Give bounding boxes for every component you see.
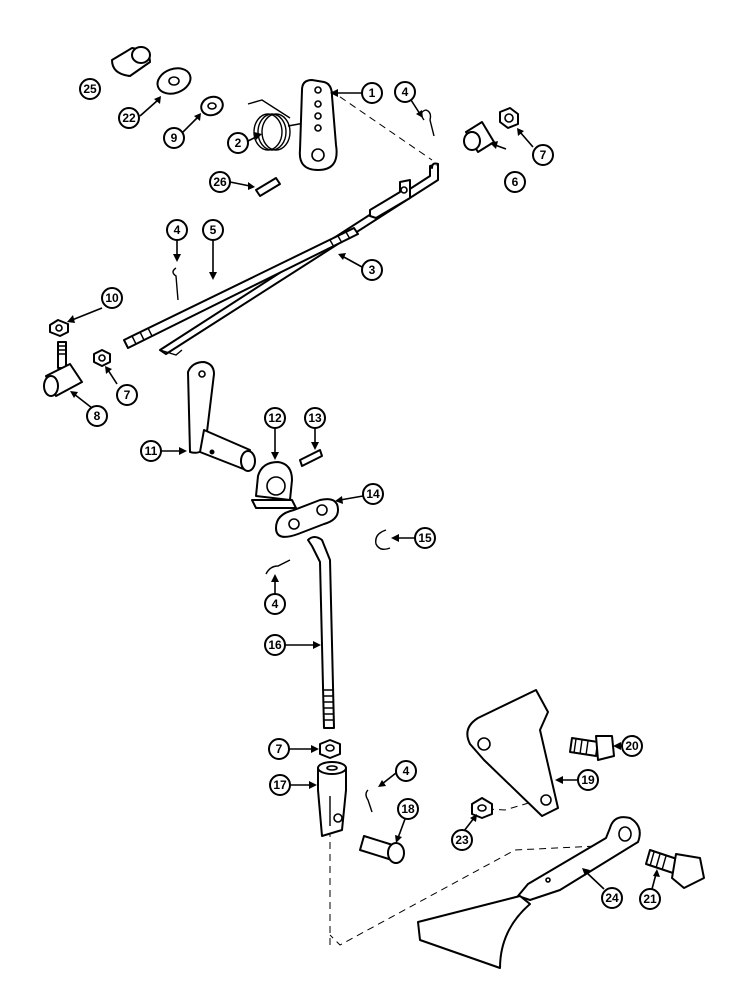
leader-lines xyxy=(67,89,660,890)
callout-5: 5 xyxy=(202,219,224,241)
hex-nut-part xyxy=(499,107,519,129)
rod-bracket-part xyxy=(369,179,411,219)
svg-text:10: 10 xyxy=(105,291,119,305)
callout-4-bottom: 4 xyxy=(395,760,417,782)
cotter-pin-part xyxy=(265,559,291,575)
callout-7-middle: 7 xyxy=(116,384,138,406)
swivel-part xyxy=(43,341,83,397)
threaded-rod-part xyxy=(123,227,359,349)
callout-6: 6 xyxy=(504,171,526,193)
svg-text:14: 14 xyxy=(366,487,380,501)
lever-plate-part xyxy=(298,79,338,171)
callout-26: 26 xyxy=(209,171,231,193)
svg-text:25: 25 xyxy=(83,82,97,96)
bushing-part xyxy=(111,46,151,77)
callout-18: 18 xyxy=(397,798,419,820)
svg-text:9: 9 xyxy=(171,131,178,145)
lock-nut-part xyxy=(49,319,69,337)
svg-text:17: 17 xyxy=(273,778,287,792)
svg-text:26: 26 xyxy=(213,175,227,189)
svg-text:3: 3 xyxy=(369,263,376,277)
callout-4-top: 4 xyxy=(394,81,416,103)
svg-text:13: 13 xyxy=(308,411,322,425)
callout-16: 16 xyxy=(264,634,286,656)
svg-text:1: 1 xyxy=(369,86,376,100)
svg-text:8: 8 xyxy=(94,409,101,423)
link-plate-part xyxy=(275,498,339,538)
callout-25: 25 xyxy=(79,78,101,100)
flat-washer-part xyxy=(156,67,192,95)
callout-7-top: 7 xyxy=(532,144,554,166)
callout-15: 15 xyxy=(414,527,436,549)
callout-23: 23 xyxy=(451,829,473,851)
long-rod-part xyxy=(307,536,335,729)
svg-text:11: 11 xyxy=(145,444,158,458)
callout-14: 14 xyxy=(362,483,384,505)
svg-text:4: 4 xyxy=(174,223,181,237)
hex-nut-part xyxy=(93,349,111,367)
svg-text:18: 18 xyxy=(401,802,415,816)
cotter-pin-part xyxy=(420,109,435,137)
callout-9: 9 xyxy=(163,127,185,149)
svg-text:2: 2 xyxy=(235,136,242,150)
callout-12: 12 xyxy=(264,407,286,429)
svg-text:7: 7 xyxy=(276,742,283,756)
pedal-lever-part xyxy=(417,816,641,969)
callout-21: 21 xyxy=(639,888,661,910)
bolt-part xyxy=(569,735,615,761)
svg-text:20: 20 xyxy=(625,739,639,753)
svg-text:6: 6 xyxy=(512,175,519,189)
callout-7-bottom: 7 xyxy=(268,738,290,760)
callout-3: 3 xyxy=(361,259,383,281)
lever-shaft-part xyxy=(187,361,256,472)
bolt-part xyxy=(645,849,705,889)
collar-part xyxy=(251,461,297,509)
callout-8: 8 xyxy=(86,405,108,427)
callout-20: 20 xyxy=(621,735,643,757)
callout-4-left: 4 xyxy=(166,219,188,241)
callout-10: 10 xyxy=(101,287,123,309)
svg-text:7: 7 xyxy=(124,388,131,402)
svg-text:24: 24 xyxy=(605,891,619,905)
svg-text:21: 21 xyxy=(643,892,657,906)
clevis-part xyxy=(317,761,347,837)
callout-19: 19 xyxy=(577,769,599,791)
snap-ring-part xyxy=(375,529,391,551)
mounting-bracket-part xyxy=(466,689,559,817)
svg-text:4: 4 xyxy=(402,85,409,99)
hex-nut-part xyxy=(471,797,493,819)
pin-part xyxy=(299,449,323,467)
svg-text:15: 15 xyxy=(418,531,432,545)
svg-text:19: 19 xyxy=(581,773,595,787)
callout-1: 1 xyxy=(361,82,383,104)
callout-22: 22 xyxy=(118,107,140,129)
small-washer-part xyxy=(200,95,224,117)
svg-text:12: 12 xyxy=(268,411,282,425)
sleeve-nut-part xyxy=(463,121,495,153)
callout-2: 2 xyxy=(227,132,249,154)
callout-24: 24 xyxy=(601,887,623,909)
svg-text:23: 23 xyxy=(455,833,469,847)
svg-text:22: 22 xyxy=(122,111,136,125)
callout-11: 11 xyxy=(140,440,162,462)
callout-13: 13 xyxy=(304,407,326,429)
cotter-pin-part xyxy=(172,267,179,301)
cotter-pin-part xyxy=(365,789,373,813)
roll-pin-part xyxy=(255,177,281,197)
svg-text:16: 16 xyxy=(268,638,282,652)
svg-text:5: 5 xyxy=(210,223,217,237)
callout-17: 17 xyxy=(269,774,291,796)
callout-4-middle: 4 xyxy=(264,593,286,615)
clevis-pin-part xyxy=(359,835,405,864)
svg-text:7: 7 xyxy=(540,148,547,162)
svg-text:4: 4 xyxy=(403,764,410,778)
bent-rod-part xyxy=(159,162,439,356)
hex-nut-part xyxy=(319,739,341,759)
svg-text:4: 4 xyxy=(272,597,279,611)
